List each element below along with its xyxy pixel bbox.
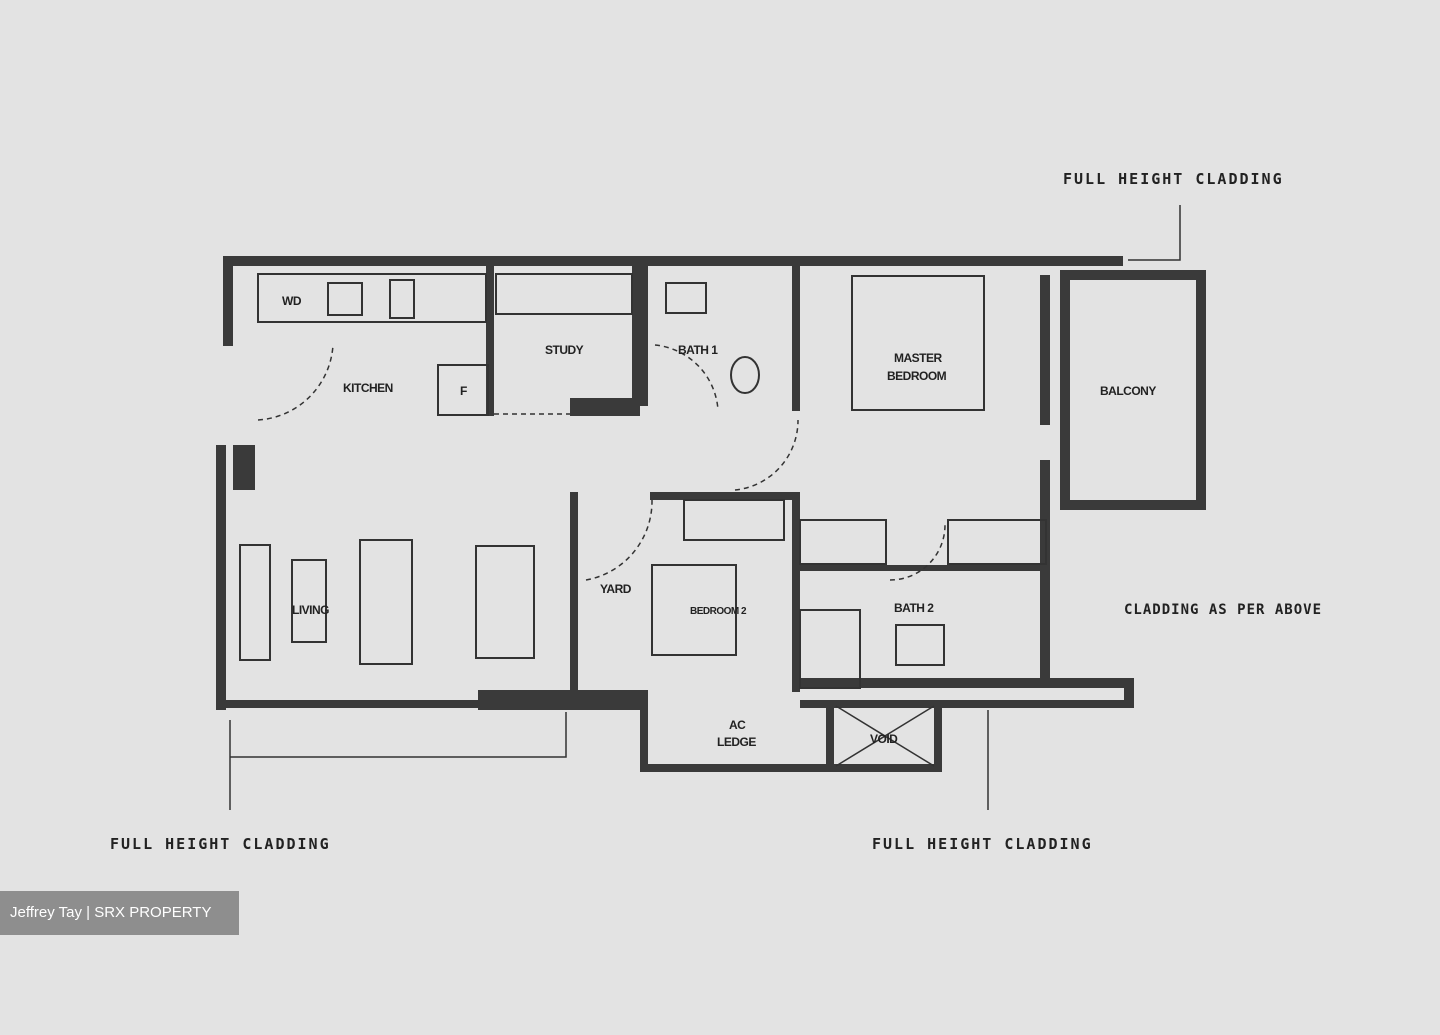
callout-bottom-right: FULL HEIGHT CLADDING (872, 835, 1093, 853)
label-wd: WD (282, 294, 302, 308)
label-void: VOID (870, 732, 898, 746)
door-swings (257, 344, 946, 581)
callout-side-note: CLADDING AS PER ABOVE (1124, 602, 1322, 618)
label-ac-2: LEDGE (717, 735, 756, 749)
label-yard: YARD (600, 582, 632, 596)
label-ac-1: AC (729, 718, 746, 732)
label-fridge: F (460, 384, 467, 398)
label-living: LIVING (292, 603, 329, 617)
label-bedroom2: BEDROOM 2 (690, 606, 747, 617)
label-bath1: BATH 1 (678, 343, 718, 357)
exterior-walls (216, 256, 1206, 772)
label-master-2: BEDROOM (887, 369, 947, 383)
label-bath2: BATH 2 (894, 601, 934, 615)
label-balcony: BALCONY (1100, 384, 1156, 398)
label-kitchen: KITCHEN (343, 381, 393, 395)
callout-leaders (229, 205, 1181, 810)
watermark: Jeffrey Tay | SRX PROPERTY (0, 891, 239, 935)
label-study: STUDY (545, 343, 584, 357)
callout-bottom-left: FULL HEIGHT CLADDING (110, 835, 331, 853)
label-master-1: MASTER (894, 351, 943, 365)
callout-top-right: FULL HEIGHT CLADDING (1063, 170, 1284, 188)
interior-walls (239, 266, 1050, 692)
